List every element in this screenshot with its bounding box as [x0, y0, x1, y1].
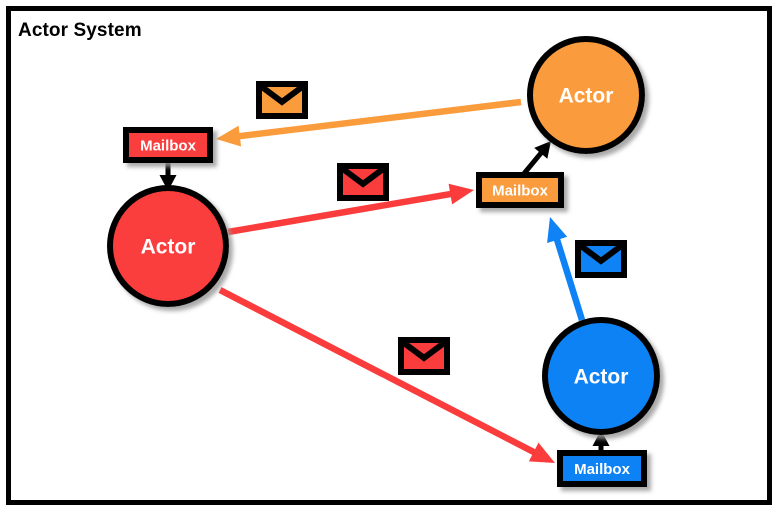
delivery-arrow-group	[159, 141, 610, 452]
arrow-blue-to-orange-mailbox	[547, 217, 586, 321]
arrow-blue-mailbox-to-blue-actor	[592, 430, 610, 452]
actor-label: Actor	[574, 366, 629, 389]
actor-label: Actor	[559, 85, 614, 108]
message-arrow-group	[216, 98, 586, 463]
arrow-red-to-orange-mailbox	[227, 183, 474, 236]
mailbox-label: Mailbox	[492, 183, 548, 200]
actor-label: Actor	[141, 236, 196, 259]
envelope-blue-icon	[575, 240, 627, 278]
mailbox-red[interactable]: Mailbox	[123, 127, 213, 163]
actor-orange[interactable]: Actor	[527, 36, 645, 154]
arrow-orange-mailbox-to-orange-actor	[520, 141, 551, 178]
actor-red[interactable]: Actor	[107, 185, 229, 307]
page-title: Actor System	[18, 20, 142, 41]
mailbox-label: Mailbox	[140, 138, 196, 155]
envelope-orange-icon	[256, 81, 308, 119]
envelope-red-bottom-icon	[398, 337, 450, 375]
arrow-orange-to-red-mailbox	[216, 98, 522, 147]
mailbox-label: Mailbox	[574, 461, 630, 478]
actor-blue[interactable]: Actor	[542, 317, 660, 435]
arrow-red-mailbox-to-red-actor	[159, 161, 177, 191]
mailbox-blue[interactable]: Mailbox	[557, 450, 647, 487]
arrow-red-to-blue-mailbox	[218, 287, 555, 463]
envelope-red-top-icon	[337, 163, 389, 201]
mailbox-orange[interactable]: Mailbox	[476, 172, 564, 208]
envelope-group	[256, 81, 627, 375]
